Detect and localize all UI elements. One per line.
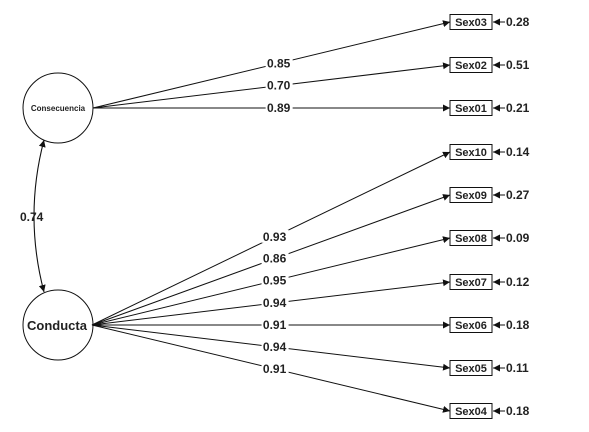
indicator-label-sex07: Sex07 [455, 277, 487, 289]
indicator-box-sex03 [449, 14, 493, 30]
loading-label-sex05: 0.94 [263, 340, 287, 354]
indicator-box-sex04 [449, 403, 493, 419]
correlation-label: 0.74 [20, 210, 44, 224]
correlation-curve [33, 139, 46, 293]
indicator-box-sex06 [449, 317, 493, 333]
indicator-label-sex06: Sex06 [455, 320, 487, 332]
indicator-box-sex05 [449, 360, 493, 376]
loading-bg-sex04 [261, 361, 289, 375]
error-label-sex01: 0.21 [506, 101, 530, 115]
indicator-group: 0.85 Sex03 0.28 0.70 Sex02 0.51 0.89 Sex01 0.21 0… [91, 14, 530, 419]
error-label-sex04: 0.18 [506, 404, 530, 418]
loading-bg-sex09 [261, 251, 289, 265]
indicator-box-sex08 [449, 230, 493, 246]
error-label-sex07: 0.12 [506, 275, 530, 289]
indicator-label-sex10: Sex10 [455, 147, 487, 159]
loading-bg-sex08 [261, 273, 289, 287]
indicator-label-sex05: Sex05 [455, 363, 487, 375]
indicator-label-sex03: Sex03 [455, 17, 487, 29]
indicator-box-sex01 [449, 100, 493, 116]
latent-consecuencia-label: Consecuencia [31, 104, 86, 113]
loading-label-sex06: 0.91 [263, 318, 287, 332]
indicator-box-sex07 [449, 274, 493, 290]
indicator-label-sex01: Sex01 [455, 103, 487, 115]
loading-bg-sex07 [261, 296, 289, 310]
loading-label-sex09: 0.86 [263, 252, 287, 266]
loading-label-sex01: 0.89 [267, 101, 291, 115]
loading-label-sex07: 0.94 [263, 296, 287, 310]
loading-bg-sex02 [265, 78, 293, 92]
loading-bg-sex10 [261, 229, 289, 243]
indicator-label-sex04: Sex04 [455, 406, 488, 418]
loading-label-sex02: 0.70 [267, 79, 291, 93]
loading-label-sex10: 0.93 [263, 230, 287, 244]
loading-label-sex03: 0.85 [267, 56, 291, 70]
loading-bg-sex01 [265, 101, 293, 114]
indicator-label-sex09: Sex09 [455, 190, 487, 202]
indicator-box-sex09 [449, 187, 493, 203]
error-label-sex05: 0.11 [506, 361, 529, 375]
indicator-box-sex10 [449, 144, 493, 160]
loading-label-sex08: 0.95 [263, 274, 287, 288]
loading-label-sex04: 0.91 [263, 362, 287, 376]
latent-conducta-label: Conducta [27, 318, 88, 333]
indicator-label-sex08: Sex08 [455, 233, 487, 245]
error-label-sex02: 0.51 [506, 58, 530, 72]
error-label-sex06: 0.18 [506, 318, 530, 332]
error-label-sex03: 0.28 [506, 15, 530, 29]
loading-bg-sex05 [261, 339, 289, 353]
error-label-sex08: 0.09 [506, 231, 530, 245]
indicator-box-sex02 [449, 57, 493, 73]
indicator-label-sex02: Sex02 [455, 60, 487, 72]
loading-bg-sex06 [261, 318, 289, 331]
error-label-sex10: 0.14 [506, 145, 530, 159]
loading-bg-sex03 [265, 56, 293, 70]
error-label-sex09: 0.27 [506, 188, 530, 202]
